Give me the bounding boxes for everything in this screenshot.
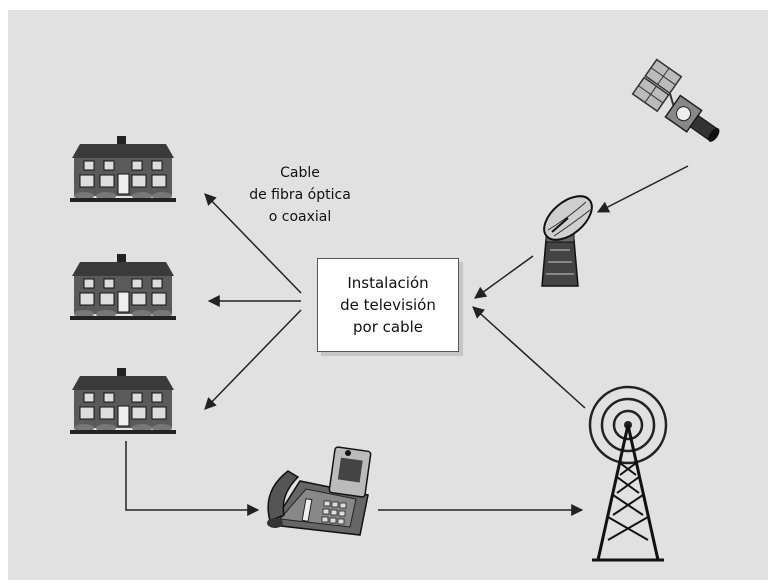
- arrow-to-house-top: [204, 193, 302, 294]
- arrow-dish-to-center: [474, 255, 534, 299]
- cable-type-label: Cable de fibra óptica o coaxial: [220, 162, 380, 228]
- cable-label-line-3: o coaxial: [268, 209, 332, 225]
- center-box-line-2: de televisión: [340, 296, 436, 314]
- cable-label-line-1: Cable: [280, 165, 320, 181]
- dish-antenna-icon: [541, 195, 593, 287]
- arrow-tower-to-center: [472, 306, 586, 409]
- radio-tower-icon: [588, 385, 668, 562]
- arrow-to-house-bottom: [204, 309, 302, 410]
- house-icon: [69, 367, 177, 435]
- house-icon: [69, 253, 177, 321]
- arrow-satellite-to-dish: [596, 165, 689, 213]
- cable-label-line-2: de fibra óptica: [249, 187, 351, 203]
- connector-house-to-phone: [125, 441, 260, 516]
- center-box-line-3: por cable: [353, 318, 423, 336]
- house-icon: [69, 135, 177, 203]
- cable-tv-installation-box: Instalación de televisión por cable: [317, 258, 459, 352]
- telephone-icon: [267, 446, 372, 536]
- satellite-icon: [631, 58, 720, 142]
- center-box-line-1: Instalación: [347, 274, 429, 292]
